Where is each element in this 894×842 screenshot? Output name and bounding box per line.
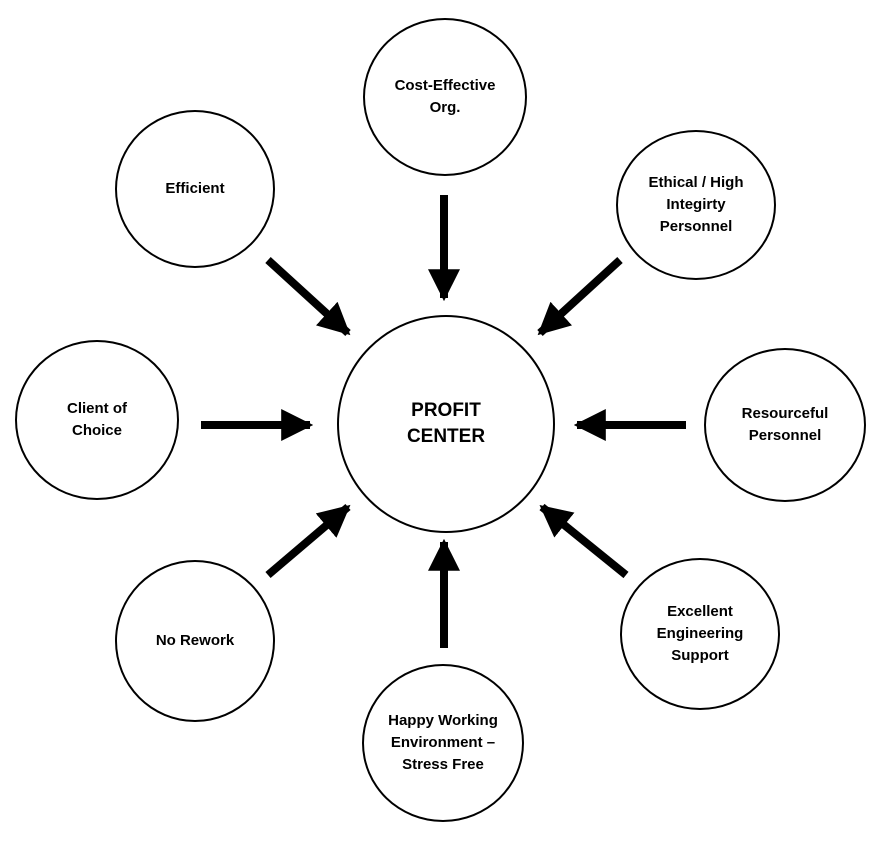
- arrow-from-excellent-engineering: [539, 503, 629, 579]
- happy-working-label: Happy Working Environment – Stress Free: [388, 712, 498, 773]
- excellent-engineering-label: Excellent Engineering Support: [656, 603, 744, 664]
- no-rework-node: No Rework: [115, 560, 275, 722]
- cost-effective-node: Cost-Effective Org.: [363, 18, 527, 176]
- efficient-node: Efficient: [115, 110, 275, 268]
- profit-center-label: PROFIT CENTER: [406, 400, 486, 447]
- cost-effective-label: Cost-Effective Org.: [394, 77, 496, 116]
- arrow-from-no-rework: [265, 503, 351, 579]
- ethical-node: Ethical / High Integirty Personnel: [616, 130, 776, 280]
- arrow-from-ethical: [537, 257, 623, 336]
- client-of-choice-label: Client of Choice: [67, 400, 127, 439]
- excellent-engineering-node: Excellent Engineering Support: [620, 558, 780, 710]
- resourceful-label: Resourceful Personnel: [741, 405, 829, 444]
- no-rework-label: No Rework: [155, 632, 235, 649]
- efficient-label: Efficient: [165, 180, 225, 197]
- ethical-label: Ethical / High Integirty Personnel: [648, 174, 744, 235]
- resourceful-node: Resourceful Personnel: [704, 348, 866, 502]
- client-of-choice-node: Client of Choice: [15, 340, 179, 500]
- arrow-from-efficient: [265, 257, 351, 336]
- happy-working-node: Happy Working Environment – Stress Free: [362, 664, 524, 822]
- profit-center-node: PROFIT CENTER: [337, 315, 555, 533]
